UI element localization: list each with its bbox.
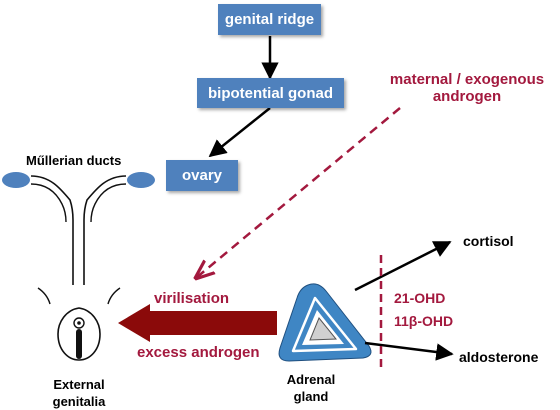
node-genital-ridge-label: genital ridge (224, 11, 315, 28)
enzyme-11b-ohd-label: 11β-OHD (394, 313, 454, 329)
aldosterone-label: aldosterone (459, 349, 539, 365)
arrow-maternal-androgen (196, 107, 401, 278)
enzyme-21-ohd-label: 21-OHD (394, 290, 446, 306)
external-genitalia-line2: genitalia (52, 394, 106, 409)
virilisation-label: virilisation (154, 290, 230, 307)
arrow-to-cortisol (354, 240, 452, 292)
excess-androgen-arrow (118, 304, 277, 342)
node-bipotential-gonad: bipotential gonad (197, 78, 344, 108)
adrenal-gland-line2: gland (293, 389, 329, 404)
excess-androgen-label: excess androgen (137, 344, 260, 361)
node-bipotential-gonad-label: bipotential gonad (208, 84, 333, 102)
maternal-androgen-line1: maternal / exogenous (389, 71, 545, 88)
maternal-androgen-line2: androgen (432, 88, 502, 105)
external-genitalia-icon (37, 287, 121, 361)
external-genitalia-line1: External (53, 377, 105, 392)
node-ovary-label: ovary (181, 167, 223, 184)
arrow-to-aldosterone (364, 341, 454, 361)
external-genitalia-label: External genitalia (38, 376, 120, 410)
mullerian-ducts-label: Műllerian ducts (26, 153, 122, 168)
adrenal-gland-label: Adrenal gland (279, 371, 343, 405)
cortisol-label: cortisol (463, 233, 514, 249)
maternal-androgen-label: maternal / exogenous androgen (384, 71, 550, 105)
node-ovary: ovary (166, 160, 238, 191)
node-genital-ridge: genital ridge (218, 4, 321, 35)
adrenal-gland-line1: Adrenal (286, 372, 336, 387)
mullerian-duct-icon (2, 172, 155, 285)
adrenal-gland-icon (278, 283, 372, 362)
arrow-gonad-to-ovary (208, 107, 271, 158)
